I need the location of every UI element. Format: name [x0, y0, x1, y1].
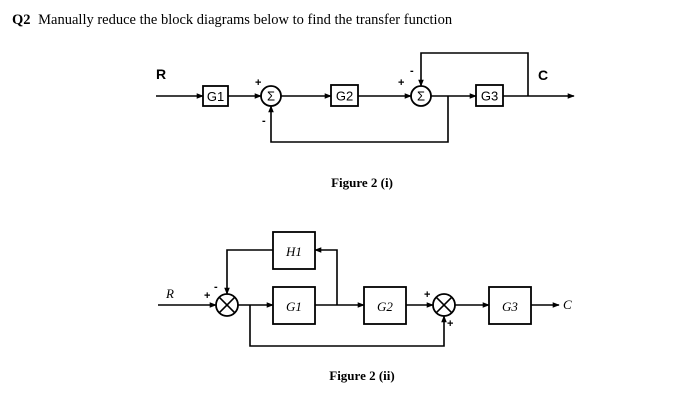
- fig2-h1-to-sum1: [224, 249, 273, 295]
- fig1-feedback-to-sum1: [268, 96, 449, 143]
- question-heading: Q2 Manually reduce the block diagrams be…: [12, 12, 453, 28]
- fig2-caption: Figure 2 (ii): [329, 368, 394, 383]
- fig1-sum2-sign-minus: -: [410, 65, 414, 77]
- figure-2: R + - H1 G1 G2 + +: [158, 231, 572, 383]
- question-number: Q2: [12, 12, 31, 28]
- fig2-block-h1-label: H1: [285, 244, 302, 259]
- question-text: Manually reduce the block diagrams below…: [38, 12, 453, 28]
- fig1-block-g3-label: G3: [481, 89, 498, 104]
- fig1-sum2-sign-plus: +: [398, 77, 404, 89]
- fig1-feedback-to-sum2: [418, 52, 529, 96]
- fig2-block-g3-label: G3: [502, 299, 518, 314]
- fig1-block-g1-label: G1: [207, 89, 224, 104]
- fig2-pickoff-to-h1: [314, 247, 338, 305]
- fig2-block-g3: [488, 286, 532, 325]
- fig1-input-label: R: [156, 66, 166, 82]
- fig2-sum1-sign-minus: -: [214, 281, 218, 293]
- fig1-sum1-sign-minus: -: [262, 115, 266, 127]
- fig1-summer-2-symbol: Σ: [417, 89, 425, 104]
- fig1-summer-1-symbol: Σ: [267, 89, 275, 104]
- fig1-block-g2-label: G2: [336, 89, 353, 104]
- fig2-block-g1: [272, 286, 316, 325]
- fig2-summer-1-cross-b: [218, 296, 236, 314]
- fig2-input-label: R: [165, 286, 174, 301]
- fig1-output-label: C: [538, 67, 548, 83]
- fig2-output-label: C: [563, 297, 572, 312]
- fig1-sum1-sign-plus: +: [255, 77, 261, 89]
- fig2-block-g2-label: G2: [377, 299, 393, 314]
- fig2-sum2-sign-bottom: +: [447, 318, 453, 330]
- fig2-summer-2-cross-b: [435, 296, 453, 314]
- fig1-caption: Figure 2 (i): [331, 175, 393, 190]
- figure-1: R G1 Σ + - G2 Σ + - G3 C Figure 2 (i): [156, 52, 575, 190]
- fig2-block-g1-label: G1: [286, 299, 302, 314]
- fig2-bypass-to-sum2: [249, 305, 447, 347]
- fig2-sum1-sign-plus: +: [204, 290, 210, 302]
- fig2-sum2-sign-left: +: [424, 289, 430, 301]
